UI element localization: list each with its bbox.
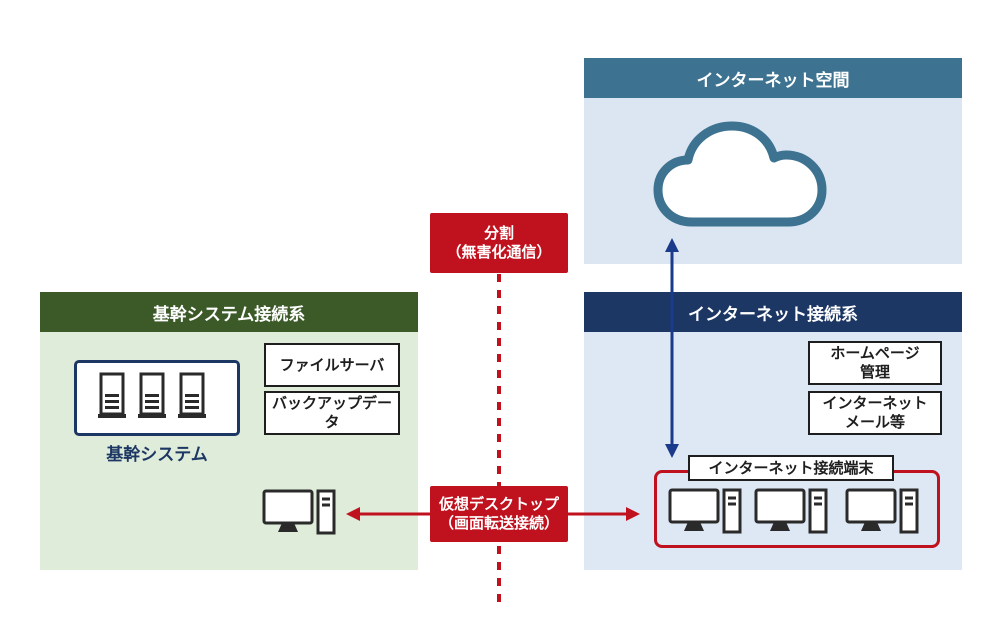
internet-mail-box: インターネット メール等 (808, 391, 942, 435)
homepage-management-line1: ホームページ (830, 344, 920, 363)
homepage-management-line2: 管理 (859, 363, 890, 381)
homepage-management-box: ホームページ 管理 (808, 341, 942, 385)
divider-label: 分割 （無害化通信） (430, 213, 568, 273)
desktop-pc-icon (262, 489, 336, 535)
arrow-up-icon (665, 238, 679, 252)
core-system-header: 基幹システム接続系 (40, 292, 418, 332)
core-system-label: 基幹システム (106, 445, 208, 465)
internet-mail-line1: インターネット (822, 394, 928, 413)
internet-connection-header: インターネット接続系 (584, 292, 962, 332)
divider-label-line2: （無害化通信） (446, 243, 552, 261)
internet-terminal-label: インターネット接続端末 (688, 455, 894, 481)
cloud-icon (653, 121, 827, 227)
arrow-down-icon (665, 444, 679, 458)
desktop-pc-icon (754, 488, 828, 534)
arrow-left-icon (346, 507, 360, 521)
server-icon (138, 372, 166, 418)
internet-space-header: インターネット空間 (584, 58, 962, 98)
desktop-pc-icon (668, 488, 742, 534)
divider-label-line1: 分割 (483, 223, 514, 242)
vdi-label-line1: 仮想デスクトップ (438, 494, 559, 513)
desktop-pc-icon (845, 488, 919, 534)
server-icon (178, 372, 206, 418)
arrow-right-icon (626, 507, 640, 521)
vdi-label: 仮想デスクトップ （画面転送接続） (430, 486, 568, 542)
vdi-label-line2: （画面転送接続） (438, 514, 559, 532)
server-icon (98, 372, 126, 418)
backup-data-box: バックアップデータ (264, 391, 400, 435)
internet-mail-line2: メール等 (844, 413, 905, 431)
file-server-box: ファイルサーバ (264, 343, 400, 387)
